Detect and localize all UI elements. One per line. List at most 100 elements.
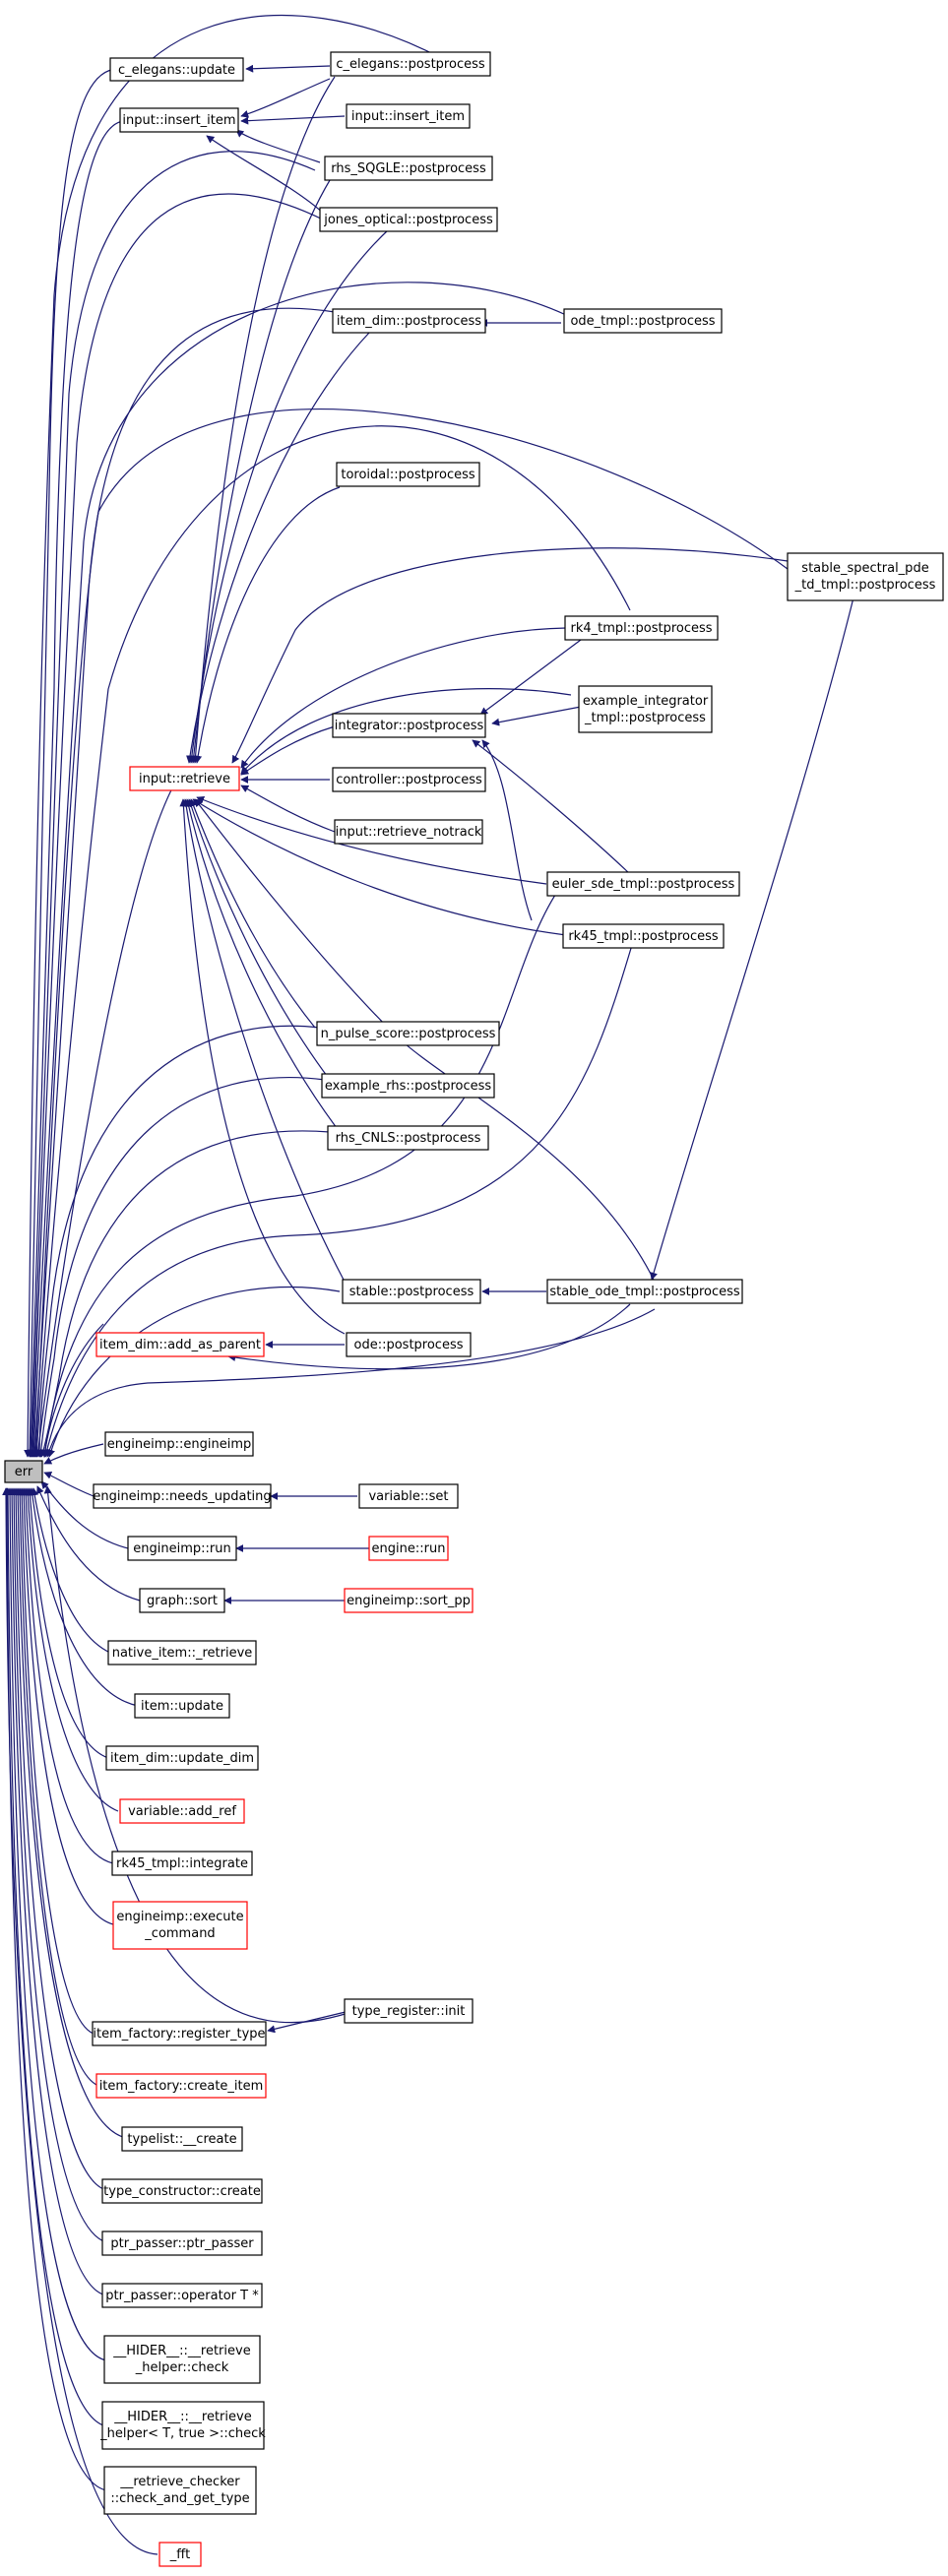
node-label: native_item::_retrieve [112,1646,253,1661]
edge [12,1487,107,2191]
node-integrator-postprocess[interactable]: integrator::postprocess [332,713,486,738]
node-label: rk4_tmpl::postprocess [570,621,712,636]
node-hider-retrieve-helper-check[interactable]: __HIDER__::__retrieve _helper::check [103,2335,261,2384]
node-label: ode_tmpl::postprocess [570,314,715,329]
edge [227,1303,631,1370]
node-engineimp-run[interactable]: engineimp::run [127,1536,237,1561]
node-input-retrieve[interactable]: input::retrieve [129,766,240,791]
edge [189,171,336,764]
node-input-retrieve-notrack[interactable]: input::retrieve_notrack [334,819,483,845]
node-input-insert-item-2[interactable]: input::insert_item [346,103,471,129]
node-label: item_dim::add_as_parent [99,1338,261,1352]
edge [32,425,631,1458]
node-toroidal-postprocess[interactable]: toroidal::postprocess [336,462,480,487]
node-variable-add-ref[interactable]: variable::add_ref [119,1798,245,1824]
node-label: variable::set [368,1489,448,1504]
node-item-dim-add-as-parent[interactable]: item_dim::add_as_parent [95,1332,265,1357]
node-item-update[interactable]: item::update [134,1693,230,1719]
edge [189,798,316,1029]
node-label-line1: __HIDER__::__retrieve [113,2410,251,2424]
node-label: engineimp::needs_updating [93,1489,271,1504]
edge [182,798,346,1283]
edge [196,795,547,885]
edge [191,76,336,764]
node-label: controller::postprocess [336,773,482,787]
node-label-line1: example_integrator [583,694,709,709]
edge [40,1323,104,1458]
node-label: c_elegans::postprocess [336,57,485,72]
edge [24,1487,119,1812]
node-label-line1: __HIDER__::__retrieve [112,2344,250,2358]
edge [16,1487,99,2087]
edge [32,408,789,1458]
node-ptr-passer-operator[interactable]: ptr_passer::operator T * [101,2283,263,2308]
node-rk45-tmpl-postprocess[interactable]: rk45_tmpl::postprocess [562,923,725,949]
node-example-rhs-postprocess[interactable]: example_rhs::postprocess [321,1073,495,1099]
node-label: c_elegans::update [118,63,235,78]
node-jones-optical-postprocess[interactable]: jones_optical::postprocess [319,207,498,232]
node-label: n_pulse_score::postprocess [321,1027,496,1041]
node-input-insert-item[interactable]: input::insert_item [119,107,239,133]
node-engineimp-engineimp[interactable]: engineimp::engineimp [104,1431,254,1457]
node-label: rk45_tmpl::postprocess [568,929,719,944]
node-c-elegans-update[interactable]: c_elegans::update [109,57,244,82]
node-label: engine::run [372,1541,446,1556]
edge [6,1487,107,2361]
node-err[interactable]: err [4,1460,43,1483]
edge [194,486,341,764]
node-label: engineimp::run [133,1541,230,1556]
node-label: toroidal::postprocess [341,468,475,482]
node-item-factory-create-item[interactable]: item_factory::create_item [95,2073,267,2099]
node-native-item-retrieve[interactable]: native_item::_retrieve [107,1640,257,1665]
node-label-line2: _helper::check [135,2360,229,2375]
edge [35,1025,321,1458]
node-item-dim-update-dim[interactable]: item_dim::update_dim [105,1745,259,1771]
edge [8,1487,107,2296]
node-example-integrator[interactable]: example_integrator _tmpl::postprocess [578,685,713,733]
node-label: ptr_passer::operator T * [105,2289,259,2303]
node-engineimp-needs-updating[interactable]: engineimp::needs_updating [93,1483,272,1509]
node-controller-postprocess[interactable]: controller::postprocess [332,767,486,792]
node-engineimp-execute-command[interactable]: engineimp::execute _command [112,1901,248,1950]
node-ode-tmpl-postprocess[interactable]: ode_tmpl::postprocess [563,308,723,334]
node-rk45-tmpl-integrate[interactable]: rk45_tmpl::integrate [111,1851,253,1876]
node-label-line1: __retrieve_checker [119,2475,240,2489]
node-item-factory-register-type[interactable]: item_factory::register_type [92,2021,267,2046]
node-stable-spectral-pde[interactable]: stable_spectral_pde _td_tmpl::postproces… [787,552,944,601]
edge [187,798,331,1081]
node-label: item_factory::create_item [99,2079,264,2094]
node-rk4-tmpl-postprocess[interactable]: rk4_tmpl::postprocess [564,615,719,641]
edge [45,1308,656,1458]
edge [28,1487,139,1707]
node-graph-sort[interactable]: graph::sort [139,1588,225,1613]
node-ode-postprocess[interactable]: ode::postprocess [346,1332,472,1357]
node-fft[interactable]: _fft [158,2542,202,2567]
node-c-elegans-postprocess[interactable]: c_elegans::postprocess [330,51,491,77]
edge [39,1130,331,1458]
node-engine-run[interactable]: engine::run [368,1536,449,1561]
node-rhs-sqgle-postprocess[interactable]: rhs_SQGLE::postprocess [324,156,493,181]
node-label: item::update [141,1699,223,1714]
node-item-dim-postprocess[interactable]: item_dim::postprocess [332,308,486,334]
node-variable-set[interactable]: variable::set [358,1483,459,1509]
node-stable-ode-tmpl-postprocess[interactable]: stable_ode_tmpl::postprocess [546,1279,743,1304]
node-engineimp-sort-pp[interactable]: engineimp::sort_pp [344,1588,474,1613]
edge [20,1487,114,1925]
node-rhs-cnls-postprocess[interactable]: rhs_CNLS::postprocess [327,1125,489,1151]
node-n-pulse-score-postprocess[interactable]: n_pulse_score::postprocess [316,1021,500,1046]
node-typelist-create[interactable]: typelist::__create [121,2126,243,2152]
edge [186,332,370,764]
node-type-register-init[interactable]: type_register::init [344,1998,474,2024]
node-label: type_constructor::create [103,2184,261,2199]
node-stable-postprocess[interactable]: stable::postprocess [342,1279,481,1304]
node-hider-retrieve-helper-true-check[interactable]: __HIDER__::__retrieve _helper< T, true >… [99,2401,266,2450]
node-label: item_dim::postprocess [337,314,481,329]
edge [18,1487,95,2035]
edge [29,193,326,1458]
node-ptr-passer-ptr-passer[interactable]: ptr_passer::ptr_passer [101,2230,263,2256]
node-type-constructor-create[interactable]: type_constructor::create [101,2178,263,2204]
node-label: graph::sort [147,1594,218,1608]
node-retrieve-checker-check-and-get-type[interactable]: __retrieve_checker ::check_and_get_type [103,2466,257,2515]
node-euler-sde-tmpl-postprocess[interactable]: euler_sde_tmpl::postprocess [546,871,740,897]
node-label: variable::add_ref [128,1804,236,1819]
